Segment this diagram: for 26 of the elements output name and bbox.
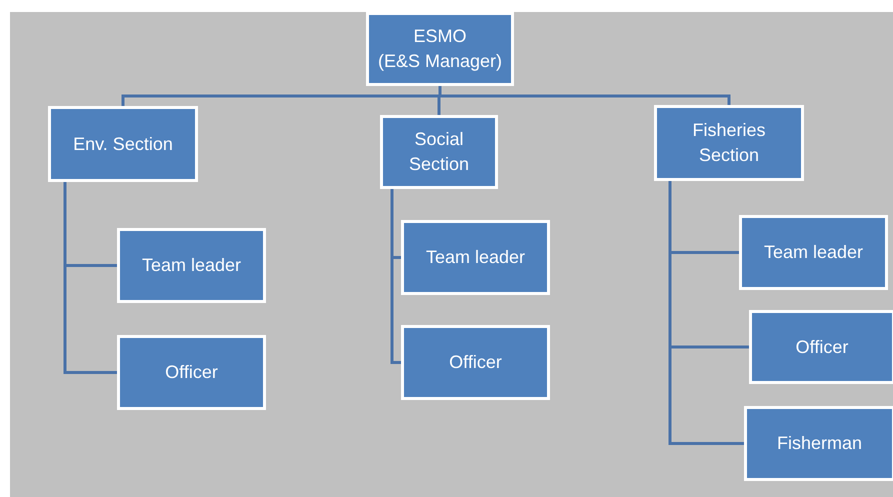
box-label: Team leader — [142, 254, 242, 277]
box-label: Team leader — [764, 241, 864, 264]
box-label: Officer — [165, 361, 218, 384]
box-label: ESMO — [413, 25, 466, 48]
box-label: Env. Section — [73, 132, 173, 156]
org-box — [380, 115, 498, 189]
org-box — [654, 105, 804, 181]
org-box — [117, 335, 266, 410]
org-box — [739, 215, 888, 290]
connector-line — [64, 182, 117, 374]
org-box — [401, 325, 550, 400]
connector-line — [668, 181, 744, 445]
box-label: Fisherman — [776, 432, 862, 455]
connector-line — [438, 86, 730, 105]
org-box — [117, 228, 266, 303]
box-label: Officer — [449, 351, 502, 374]
box-label: Social Section — [408, 128, 470, 176]
box-label: Fisheries Section — [691, 119, 767, 167]
box-label: Officer — [796, 336, 848, 358]
org-box — [744, 406, 893, 481]
box-label: (E&S Manager) — [378, 50, 502, 73]
org-box — [48, 106, 198, 182]
org-box — [749, 310, 893, 384]
org-box — [366, 12, 514, 86]
org-box — [401, 220, 550, 295]
box-label: Team leader — [426, 246, 526, 269]
